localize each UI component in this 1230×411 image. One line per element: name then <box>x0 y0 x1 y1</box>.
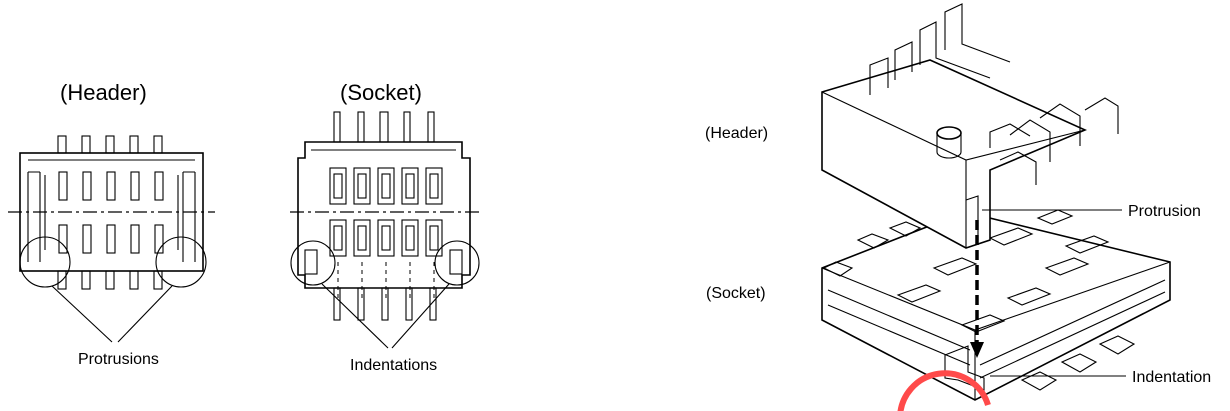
isometric-view: (Header) (Socket) <box>705 3 1211 411</box>
socket-top-view: (Socket) <box>290 80 480 374</box>
header-title: (Header) <box>60 80 147 105</box>
header-3d <box>821 3 1119 249</box>
iso-socket-label: (Socket) <box>706 285 766 302</box>
header-top-view: (Header) <box>8 80 215 368</box>
iso-header-label: (Header) <box>705 125 768 142</box>
socket-title: (Socket) <box>340 80 422 105</box>
socket-3d <box>821 209 1171 401</box>
protrusions-label: Protrusions <box>78 351 159 368</box>
indentations-label: Indentations <box>350 357 437 374</box>
protrusion-label: Protrusion <box>1128 203 1201 220</box>
red-circle-mark <box>897 370 991 411</box>
indentation-label: Indentation <box>1132 369 1211 386</box>
